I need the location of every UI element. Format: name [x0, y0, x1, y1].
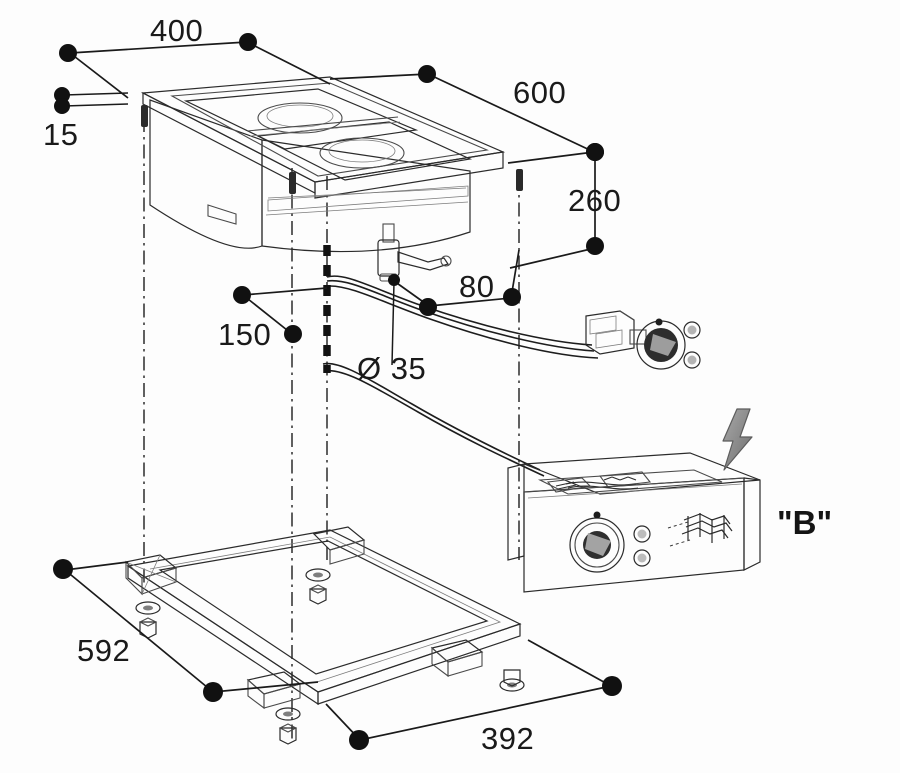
dimension-592	[53, 559, 319, 702]
dimension-label-15: 15	[43, 117, 78, 152]
dimension-label-80: 80	[459, 269, 494, 304]
base-frame	[124, 526, 525, 745]
control-box	[507, 452, 761, 593]
dimension-392	[325, 639, 622, 750]
dimension-label-592: 592	[77, 633, 130, 668]
terminal-block-detail	[681, 513, 733, 543]
dimension-80	[393, 249, 521, 316]
dimension-260	[509, 143, 604, 269]
lightning-bolt-icon	[722, 408, 753, 471]
dimension-label-150: 150	[218, 317, 271, 352]
dimension-diameter-35	[388, 274, 400, 366]
mounting-clips	[141, 105, 523, 194]
callout-label-control-box: "B"	[777, 504, 832, 541]
dimension-label-600: 600	[513, 75, 566, 110]
bain-marie-basin	[140, 76, 506, 253]
dimension-label-diameter-35: Ø 35	[357, 351, 426, 386]
dimension-label-400: 400	[150, 13, 203, 48]
dimension-150	[233, 286, 328, 343]
dimension-15	[54, 87, 129, 114]
fastener-set	[135, 568, 525, 745]
dimension-label-392: 392	[481, 721, 534, 756]
thermostat-unit	[585, 310, 701, 370]
dimension-label-260: 260	[568, 183, 621, 218]
dimension-400	[59, 33, 331, 99]
